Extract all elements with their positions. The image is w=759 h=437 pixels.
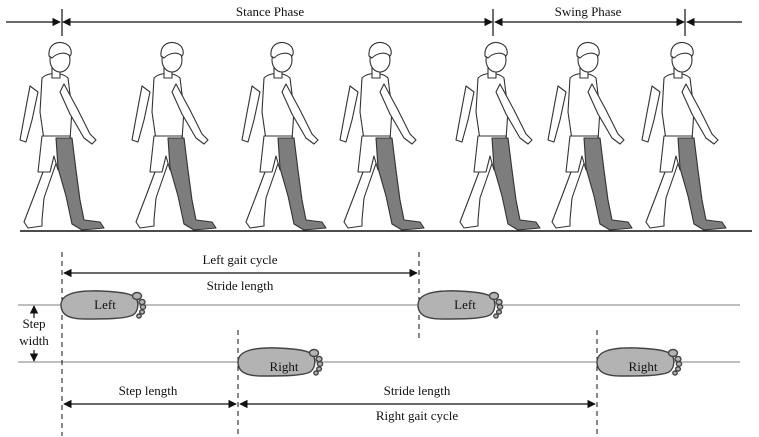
- footprint-diagram: Left Left Right Right Left gait cycle St…: [18, 252, 740, 436]
- walker-figure: [241, 41, 327, 231]
- walking-figures: [19, 41, 727, 231]
- left-foot-label: Left: [94, 297, 116, 312]
- right-foot-label: Right: [629, 359, 658, 374]
- walker-figure: [547, 41, 633, 231]
- walker-figure: [641, 41, 727, 231]
- right-footprint: Right: [237, 347, 324, 377]
- left-gait-cycle-label: Left gait cycle: [202, 252, 277, 267]
- walker-figure: [455, 41, 541, 231]
- phase-bar: Stance Phase Swing Phase: [6, 4, 742, 36]
- right-gait-cycle-label: Right gait cycle: [376, 408, 459, 423]
- swing-phase-label: Swing Phase: [555, 4, 622, 19]
- right-foot-label: Right: [270, 359, 299, 374]
- step-width-label-line2: width: [19, 333, 49, 348]
- walker-figure: [19, 41, 105, 231]
- stride-length-top-label: Stride length: [207, 278, 274, 293]
- left-footprint: Left: [60, 290, 147, 320]
- stride-length-bottom-label: Stride length: [384, 383, 451, 398]
- right-footprint: Right: [596, 347, 683, 377]
- walker-figure: [131, 41, 217, 231]
- left-foot-label: Left: [454, 297, 476, 312]
- left-footprint: Left: [417, 290, 504, 320]
- walker-figure: [339, 41, 425, 231]
- stance-phase-label: Stance Phase: [236, 4, 304, 19]
- step-width-label-line1: Step: [22, 316, 45, 331]
- step-length-label: Step length: [119, 383, 178, 398]
